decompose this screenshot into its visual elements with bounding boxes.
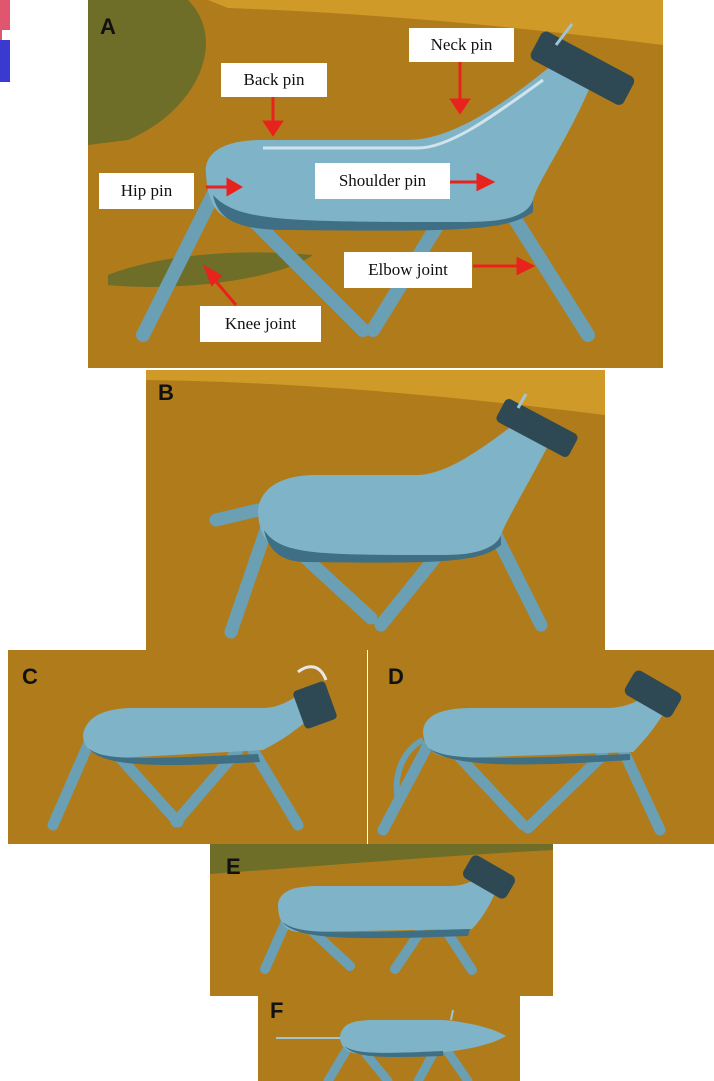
panel-label-a: A	[100, 14, 116, 40]
panel-b: B	[146, 370, 605, 650]
panel-f-illustration	[258, 996, 520, 1081]
panel-label-b: B	[158, 380, 174, 406]
panel-label-f: F	[270, 998, 283, 1024]
panel-c: C	[8, 650, 367, 844]
panel-b-illustration	[146, 370, 605, 650]
panel-d-illustration	[368, 650, 714, 844]
panel-a: A Neck pin Back pin Hip pin Shoulder pin…	[88, 0, 663, 368]
label-hip-pin: Hip pin	[99, 173, 194, 209]
corner-logo	[0, 0, 10, 82]
panel-label-d: D	[388, 664, 404, 690]
label-back-pin: Back pin	[221, 63, 327, 97]
panel-c-illustration	[8, 650, 367, 844]
panel-label-e: E	[226, 854, 241, 880]
label-knee-joint: Knee joint	[200, 306, 321, 342]
label-neck-pin: Neck pin	[409, 28, 514, 62]
label-shoulder-pin: Shoulder pin	[315, 163, 450, 199]
panel-d: D	[368, 650, 714, 844]
panel-f: F	[258, 996, 520, 1081]
label-elbow-joint: Elbow joint	[344, 252, 472, 288]
panel-e: E	[210, 844, 553, 996]
panel-label-c: C	[22, 664, 38, 690]
panel-e-illustration	[210, 844, 553, 996]
